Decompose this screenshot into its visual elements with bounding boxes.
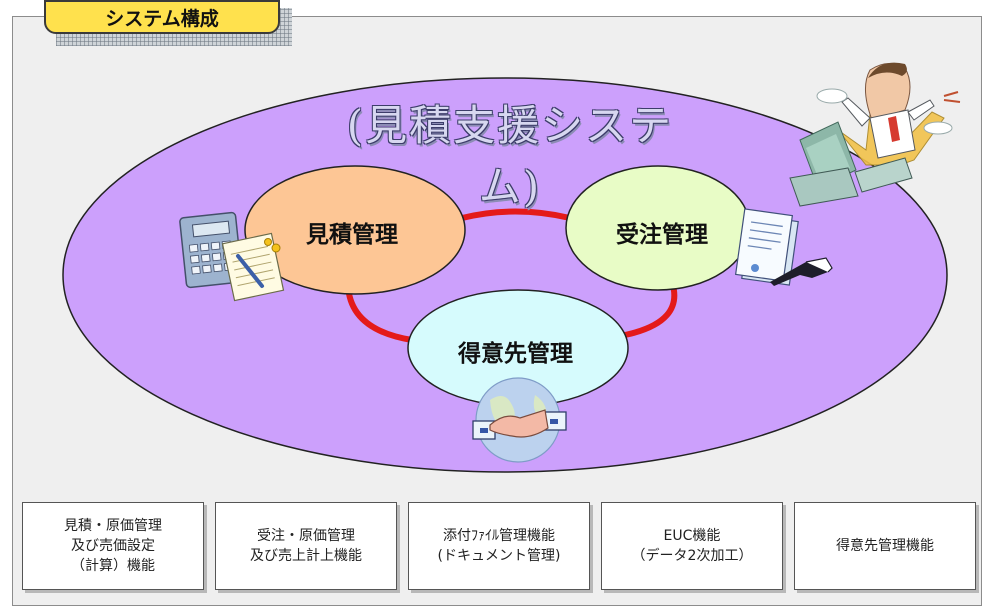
estimate-ellipse <box>244 165 466 295</box>
system-title: (見積支援システム) <box>346 101 674 211</box>
feature-box-order-sales: 受注・原価管理 及び売上計上機能 <box>215 502 397 590</box>
title-tab: システム構成 <box>44 0 280 34</box>
feature-box-estimate-cost: 見積・原価管理 及び売価設定 （計算）機能 <box>22 502 204 590</box>
order-module-label: 受注管理 <box>616 222 708 248</box>
contract-pen-icon <box>734 208 833 286</box>
calculator-icon <box>179 211 285 302</box>
handshake-globe-icon <box>472 377 567 463</box>
customer-module-label: 得意先管理 <box>458 341 573 367</box>
feature-box-euc: EUC機能 （データ2次加工） <box>601 502 783 590</box>
businessman-on-money-icon <box>789 62 961 207</box>
feature-box-attachment: 添付ﾌｧｲﾙ管理機能 (ドキュメント管理) <box>408 502 590 590</box>
feature-box-customer: 得意先管理機能 <box>794 502 976 590</box>
outer-system-ellipse <box>62 77 948 473</box>
estimate-module-label: 見積管理 <box>306 222 398 248</box>
